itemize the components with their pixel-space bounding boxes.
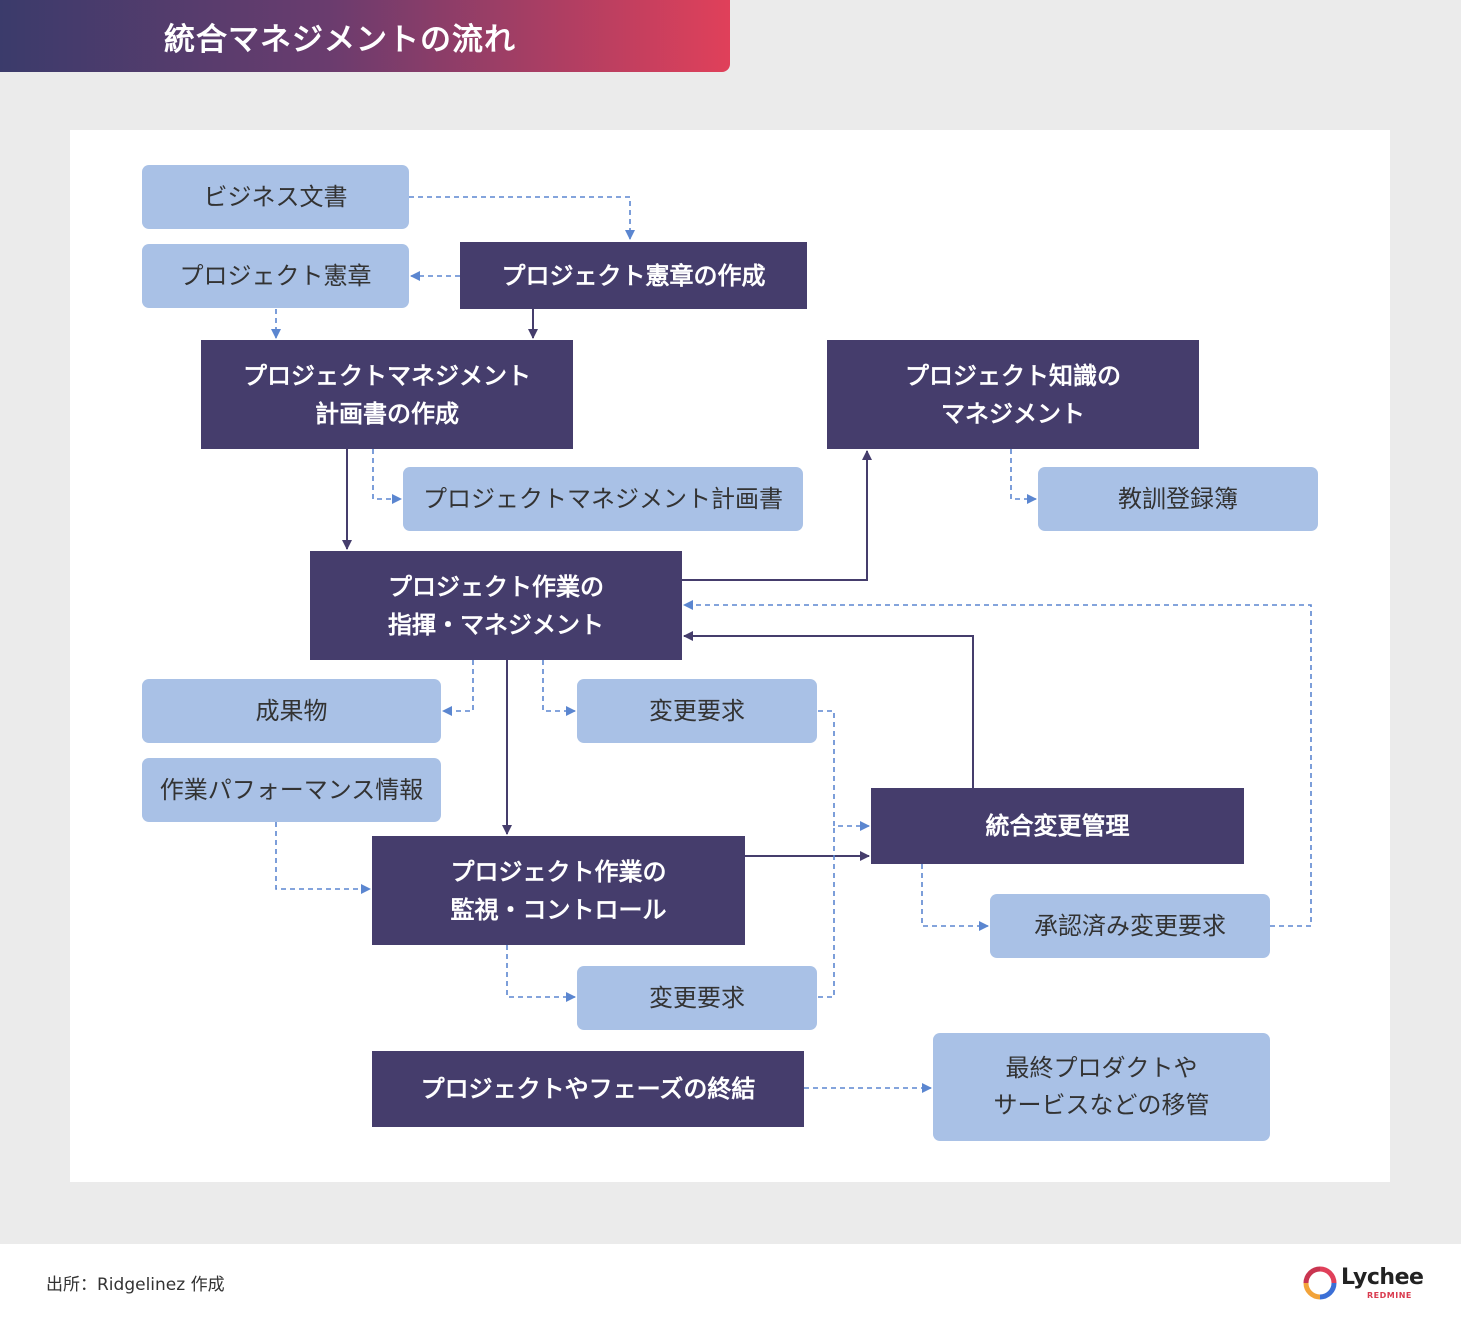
- node-manage-knowledge: プロジェクト知識の マネジメント: [827, 340, 1199, 449]
- node-business-docs: ビジネス文書: [142, 165, 409, 229]
- lychee-logo: Lychee REDMINE: [1303, 1264, 1424, 1304]
- dash-plan-to-plandoc: [372, 449, 402, 504]
- lychee-mark-icon: [1303, 1266, 1337, 1300]
- node-integrated-change-control: 統合変更管理: [871, 788, 1244, 864]
- dash-direct-to-change1: [542, 660, 576, 716]
- node-final-transition: 最終プロダクトや サービスなどの移管: [933, 1033, 1270, 1141]
- node-monitor-control: プロジェクト作業の 監視・コントロール: [372, 836, 745, 945]
- arrow-direct-to-knowledge: [682, 450, 872, 581]
- dash-perf-to-monitor: [275, 822, 371, 894]
- dash-direct-to-deliverables: [442, 660, 474, 716]
- node-project-charter: プロジェクト憲章: [142, 244, 409, 308]
- dash-change2-to-integrated: [818, 826, 835, 998]
- node-lessons-learned: 教訓登録簿: [1038, 467, 1318, 531]
- dash-knowledge-to-lessons: [1010, 449, 1037, 504]
- node-change-request-2: 変更要求: [577, 966, 817, 1030]
- arrow-change-to-direct: [683, 631, 974, 788]
- dash-change1-to-integrated: [818, 710, 870, 831]
- node-approved-changes: 承認済み変更要求: [990, 894, 1270, 958]
- page-title: 統合マネジメントの流れ: [164, 22, 516, 58]
- title-banner: 統合マネジメントの流れ: [0, 0, 730, 72]
- node-change-request-1: 変更要求: [577, 679, 817, 743]
- source-caption: 出所：Ridgelinez 作成: [46, 1275, 225, 1295]
- node-close-project: プロジェクトやフェーズの終結: [372, 1051, 804, 1127]
- node-deliverables: 成果物: [142, 679, 441, 743]
- logo-name: Lychee: [1341, 1265, 1424, 1290]
- node-pm-plan: プロジェクトマネジメント計画書: [403, 467, 803, 531]
- dash-monitor-to-change2: [506, 945, 576, 1002]
- dash-approved-to-direct: [683, 600, 1312, 927]
- node-work-performance-info: 作業パフォーマンス情報: [142, 758, 441, 822]
- logo-subtitle: REDMINE: [1367, 1291, 1412, 1300]
- dash-integrated-to-approved: [921, 864, 989, 931]
- node-direct-manage: プロジェクト作業の 指揮・マネジメント: [310, 551, 682, 660]
- node-develop-pm-plan: プロジェクトマネジメント 計画書の作成: [201, 340, 573, 449]
- dash-business-to-charter: [409, 196, 635, 240]
- node-develop-charter: プロジェクト憲章の作成: [460, 242, 807, 309]
